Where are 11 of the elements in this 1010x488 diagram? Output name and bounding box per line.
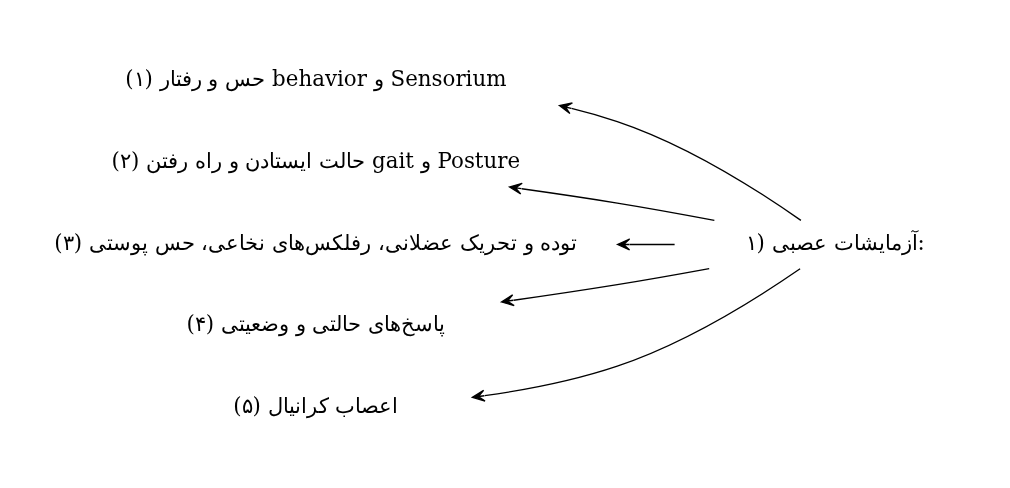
node-text: ۱) آزمایشات عصبی: xyxy=(745,229,925,255)
arrow xyxy=(558,101,802,221)
arrow xyxy=(471,267,801,402)
node-text: (۳) توده و تحریک عضلانی، رفلکس‌های نخاعی، حس پوستی xyxy=(54,229,578,255)
node-text: (۵) اعصاب کرانیال xyxy=(233,392,399,418)
node-text: (۱) حس و رفتار behavior و Sensorium xyxy=(125,65,507,91)
node-text: (۴) پاسخ‌های حالتی و وضعیتی xyxy=(186,310,446,336)
arrow xyxy=(616,237,676,251)
arrow xyxy=(500,267,710,306)
node-text: (۲) حالت ایستادن و راه رفتن gait و Posture xyxy=(111,147,521,173)
arrow xyxy=(508,182,716,221)
